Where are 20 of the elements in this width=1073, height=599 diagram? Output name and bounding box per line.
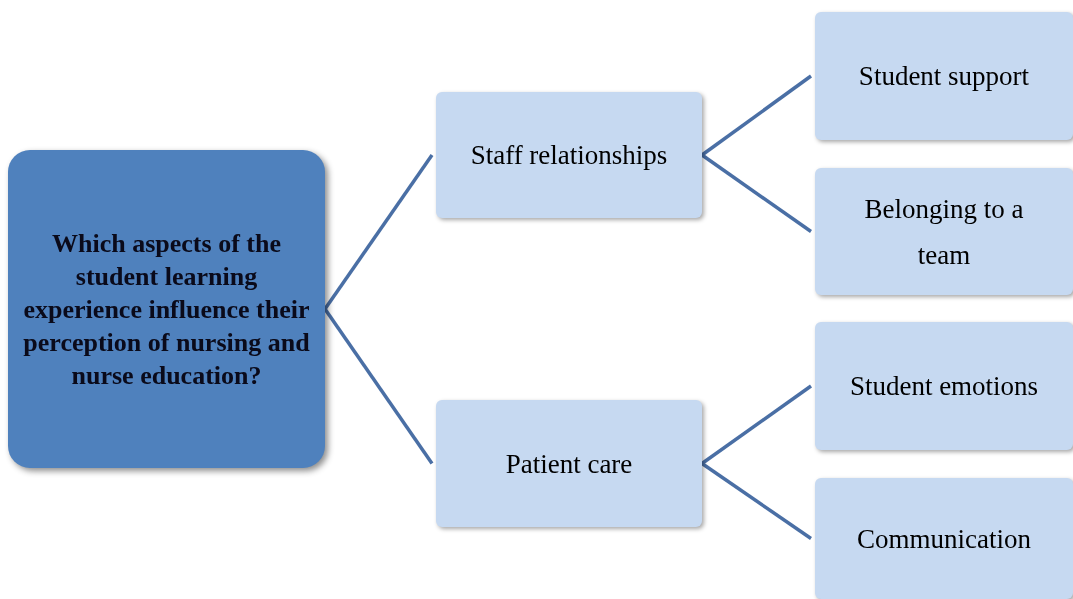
theme-box — [436, 400, 702, 527]
box-text: Belonging to a team — [863, 192, 1025, 272]
connector-line — [701, 153, 812, 233]
subtheme-box — [815, 12, 1073, 140]
connector-line — [323, 308, 434, 465]
box-text: Patient care — [505, 447, 633, 481]
connector-line — [701, 462, 812, 540]
box-text: Student emotions — [849, 370, 1039, 403]
question-box — [8, 150, 325, 468]
connector-line — [701, 384, 812, 465]
box-text: Which aspects of the student learning experience influence their perception of nursing and nurse education? — [22, 227, 311, 392]
box-text: Student support — [858, 60, 1030, 93]
subtheme-box — [815, 322, 1073, 450]
subtheme-box — [815, 478, 1073, 599]
box-text: Staff relationships — [470, 139, 668, 172]
theme-box — [436, 92, 702, 218]
connector-line — [700, 74, 813, 157]
connector-line — [323, 154, 434, 310]
subtheme-box — [815, 168, 1073, 295]
box-text: Communication — [857, 522, 1031, 556]
